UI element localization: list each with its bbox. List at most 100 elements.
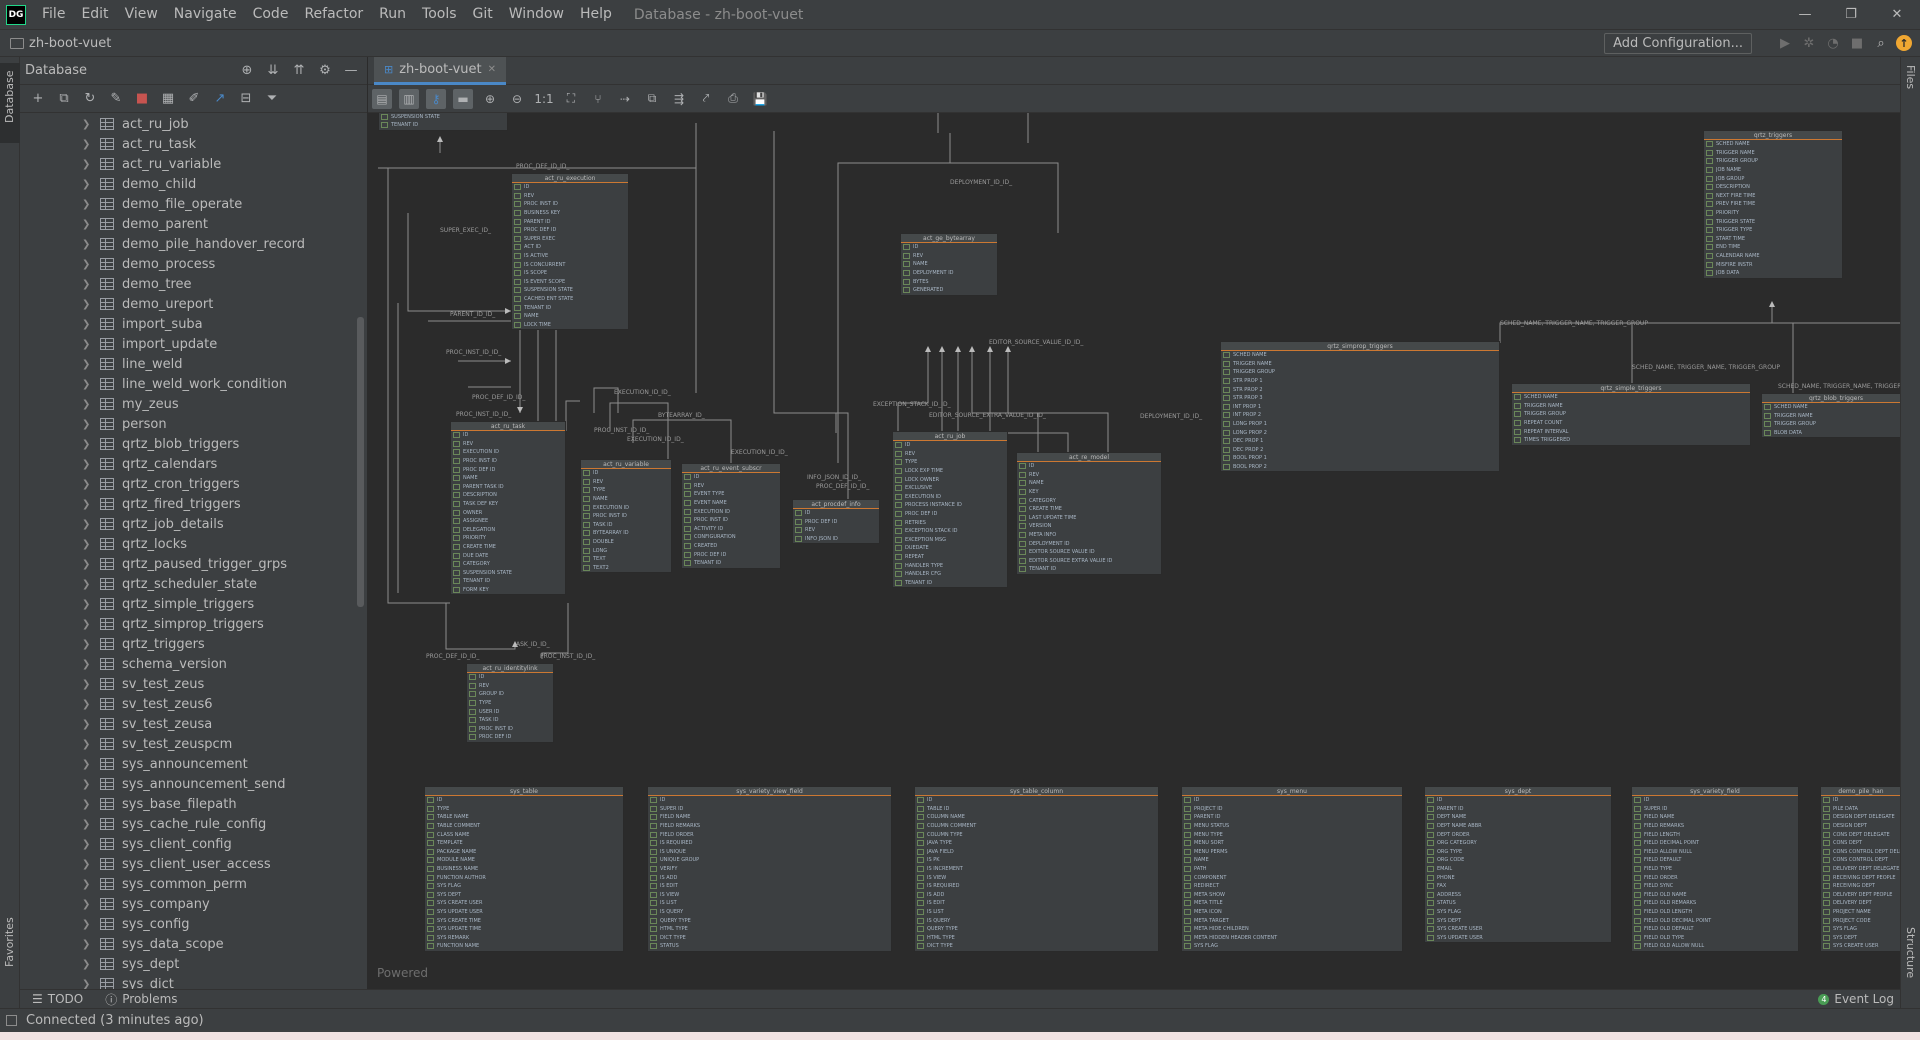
tree-table-qrtz-locks[interactable]: ❯qrtz_locks <box>20 534 360 554</box>
chevron-right-icon[interactable]: ❯ <box>82 278 91 290</box>
edit-icon[interactable]: ✐ <box>188 91 200 106</box>
tree-table-schema-version[interactable]: ❯schema_version <box>20 654 360 674</box>
gear-icon[interactable]: ⚙ <box>319 63 331 78</box>
tree-table-import-update[interactable]: ❯import_update <box>20 334 360 354</box>
filter-icon[interactable]: ⏷ <box>266 91 278 106</box>
chevron-right-icon[interactable]: ❯ <box>82 578 91 590</box>
chevron-right-icon[interactable]: ❯ <box>82 918 91 930</box>
chevron-right-icon[interactable]: ❯ <box>82 978 91 990</box>
hide-panel-icon[interactable]: — <box>344 63 358 78</box>
chevron-right-icon[interactable]: ❯ <box>82 338 91 350</box>
chevron-right-icon[interactable]: ❯ <box>82 938 91 950</box>
tree-table-demo-process[interactable]: ❯demo_process <box>20 254 360 274</box>
tree-table-act-ru-job[interactable]: ❯act_ru_job <box>20 114 360 134</box>
console-icon[interactable]: ⊟ <box>240 91 252 106</box>
edge-style-icon[interactable]: ⇶ <box>673 91 685 106</box>
show-comments-icon[interactable]: ▬ <box>453 88 473 109</box>
diagram-table-partial[interactable]: HAS GRAPHICAL NOTATIONSUSPENSION STATETE… <box>378 113 508 131</box>
tree-table-sv-test-zeus6[interactable]: ❯sv_test_zeus6 <box>20 694 360 714</box>
run-icon[interactable]: ▶ <box>1780 35 1790 51</box>
layout-icon[interactable]: ⑂ <box>594 91 602 106</box>
tree-table-qrtz-paused-trigger-grps[interactable]: ❯qrtz_paused_trigger_grps <box>20 554 360 574</box>
chevron-right-icon[interactable]: ❯ <box>82 498 91 510</box>
chevron-right-icon[interactable]: ❯ <box>82 958 91 970</box>
search-icon[interactable]: ⌕ <box>1877 35 1885 51</box>
tree-table-qrtz-fired-triggers[interactable]: ❯qrtz_fired_triggers <box>20 494 360 514</box>
chevron-right-icon[interactable]: ❯ <box>82 298 91 310</box>
disconnect-icon[interactable]: ■ <box>135 91 149 106</box>
restore-icon[interactable]: ❐ <box>1845 7 1857 22</box>
chevron-right-icon[interactable]: ❯ <box>82 698 91 710</box>
tree-table-sys-announcement-send[interactable]: ❯sys_announcement_send <box>20 774 360 794</box>
tab-close-icon[interactable]: ✕ <box>487 64 496 75</box>
chevron-right-icon[interactable]: ❯ <box>82 858 91 870</box>
tree-table-sys-data-scope[interactable]: ❯sys_data_scope <box>20 934 360 954</box>
chevron-right-icon[interactable]: ❯ <box>82 418 91 430</box>
close-icon[interactable]: ✕ <box>1891 7 1903 22</box>
tree-table-line-weld-work-condition[interactable]: ❯line_weld_work_condition <box>20 374 360 394</box>
tree-table-sv-test-zeus[interactable]: ❯sv_test_zeus <box>20 674 360 694</box>
tree-table-qrtz-simple-triggers[interactable]: ❯qrtz_simple_triggers <box>20 594 360 614</box>
chevron-right-icon[interactable]: ❯ <box>82 198 91 210</box>
tree-table-sys-announcement[interactable]: ❯sys_announcement <box>20 754 360 774</box>
diagram-canvas[interactable]: HAS GRAPHICAL NOTATIONSUSPENSION STATETE… <box>368 113 1900 989</box>
tree-table-sys-dict[interactable]: ❯sys_dict <box>20 974 360 989</box>
save-icon[interactable]: 💾 <box>752 91 768 106</box>
chevron-right-icon[interactable]: ❯ <box>82 738 91 750</box>
chevron-right-icon[interactable]: ❯ <box>82 178 91 190</box>
tab-zh-boot-vuet[interactable]: ⊞ zh-boot-vuet ✕ <box>374 57 506 85</box>
chevron-right-icon[interactable]: ❯ <box>82 898 91 910</box>
chevron-right-icon[interactable]: ❯ <box>82 798 91 810</box>
menu-git[interactable]: Git <box>472 6 493 22</box>
tree-table-my-zeus[interactable]: ❯my_zeus <box>20 394 360 414</box>
chevron-right-icon[interactable]: ❯ <box>82 238 91 250</box>
chevron-right-icon[interactable]: ❯ <box>82 518 91 530</box>
menu-file[interactable]: File <box>42 6 66 22</box>
chevron-right-icon[interactable]: ❯ <box>82 118 91 130</box>
menu-help[interactable]: Help <box>579 6 612 22</box>
chevron-right-icon[interactable]: ❯ <box>82 398 91 410</box>
structure-tool-label[interactable]: Structure <box>1904 927 1917 979</box>
minimize-icon[interactable]: — <box>1798 7 1812 22</box>
expand-all-icon[interactable]: ⇊ <box>267 63 279 78</box>
tree-table-qrtz-calendars[interactable]: ❯qrtz_calendars <box>20 454 360 474</box>
menu-view[interactable]: View <box>124 6 158 22</box>
print-icon[interactable]: ⎙ <box>728 91 738 105</box>
chevron-right-icon[interactable]: ❯ <box>82 838 91 850</box>
tree-table-qrtz-job-details[interactable]: ❯qrtz_job_details <box>20 514 360 534</box>
collapse-all-icon[interactable]: ⇈ <box>293 63 305 78</box>
tree-table-demo-child[interactable]: ❯demo_child <box>20 174 360 194</box>
chevron-right-icon[interactable]: ❯ <box>82 218 91 230</box>
menu-navigate[interactable]: Navigate <box>173 6 237 22</box>
copy-diagram-icon[interactable]: ⧉ <box>647 91 657 105</box>
export-icon[interactable]: ⤤ <box>702 91 710 105</box>
fit-content-icon[interactable]: ⛶ <box>566 91 576 105</box>
chevron-right-icon[interactable]: ❯ <box>82 538 91 550</box>
add-icon[interactable]: + <box>32 91 44 106</box>
tree-table-demo-pile-handover-record[interactable]: ❯demo_pile_handover_record <box>20 234 360 254</box>
files-tool-label[interactable]: Files <box>1904 65 1917 90</box>
tree-table-qrtz-triggers[interactable]: ❯qrtz_triggers <box>20 634 360 654</box>
chevron-right-icon[interactable]: ❯ <box>82 818 91 830</box>
chevron-right-icon[interactable]: ❯ <box>82 758 91 770</box>
menu-run[interactable]: Run <box>379 6 407 22</box>
problems-tool-button[interactable]: ⓘ Problems <box>105 991 177 1008</box>
jump-to-console-icon[interactable]: ↗ <box>214 91 226 106</box>
table-view-icon[interactable]: ▦ <box>161 91 175 106</box>
tree-table-act-ru-task[interactable]: ❯act_ru_task <box>20 134 360 154</box>
chevron-right-icon[interactable]: ❯ <box>82 378 91 390</box>
actual-size-icon[interactable]: 1:1 <box>534 91 554 106</box>
